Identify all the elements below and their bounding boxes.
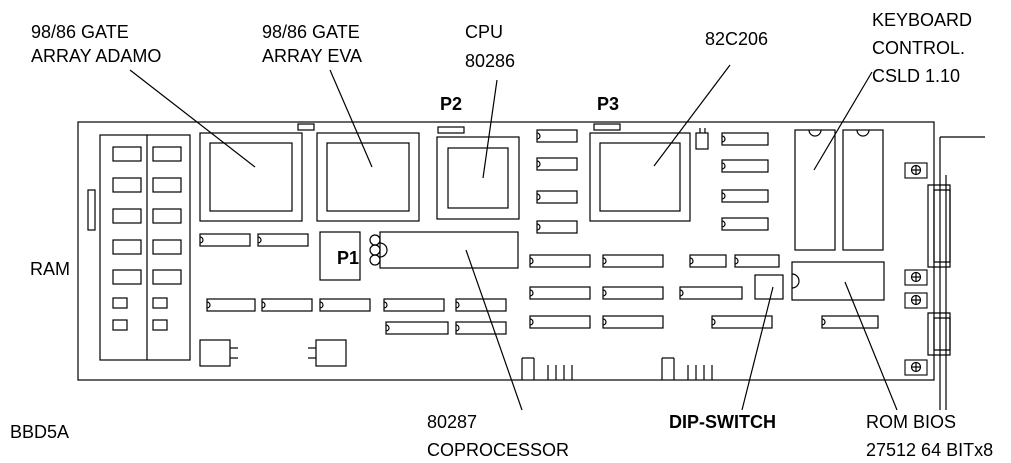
gate-array-adamo-chip [199,132,303,222]
coprocessor-80287-socket [379,231,519,269]
jumper-p3 [593,123,621,131]
leader-keyboard [813,71,873,171]
leader-eva [329,69,373,168]
ram-sockets-left [112,146,142,331]
parallel-connector-bottom [904,292,951,376]
dip-switch-block [754,274,784,300]
jumper-p2 [437,126,465,134]
keyboard-eprom-chip [842,129,884,251]
label-gate-eva-line1: 98/86 GATE [262,22,360,42]
label-keyboard-line2: CONTROL. [872,38,965,58]
capacitor-left [199,339,238,367]
small-ic-group-middle [529,129,879,329]
jumper-top-left [297,123,315,131]
label-p1: P1 [337,248,359,268]
label-gate-eva-line2: ARRAY EVA [262,46,362,66]
label-gate-adamo-line1: 98/86 GATE [31,22,129,42]
ram-module-bank [87,134,191,361]
label-gate-adamo-line2: ARRAY ADAMO [31,46,161,66]
label-copro-line1: 80287 [427,412,477,432]
serial-connector-top [904,162,951,286]
label-82c206: 82C206 [705,29,768,49]
label-ram: RAM [30,259,70,279]
ram-sockets-right [152,146,182,331]
leader-82c206 [653,64,731,167]
small-ic-group-left [199,233,507,335]
rear-bracket [939,136,985,410]
label-copro-line2: COPROCESSOR [427,440,569,460]
small-ic-group-right [721,132,769,231]
capacitor-middle [308,339,347,367]
edge-connector-1 [521,357,573,380]
label-cpu-line2: 80286 [465,51,515,71]
rom-bios-chip [791,261,885,301]
leader-cpu [482,79,498,179]
label-rom-line2: 27512 64 BITx8 [866,440,993,460]
gate-array-eva-chip [316,132,420,222]
label-p2: P2 [440,94,462,114]
leader-adamo [129,69,256,168]
jumper-p1 [369,234,381,266]
edge-connector-2 [661,357,713,380]
board-outline [77,121,935,381]
leader-rom [844,281,898,411]
leader-copro [465,249,523,411]
labels: 98/86 GATE ARRAY ADAMO 98/86 GATE ARRAY … [10,10,993,460]
label-rom-line1: ROM BIOS [866,412,956,432]
label-board-id: BBD5A [10,422,69,442]
label-dip-switch: DIP-SWITCH [669,412,776,432]
label-cpu-line1: CPU [465,22,503,42]
label-keyboard-line3: CSLD 1.10 [872,66,960,86]
crystal-component [695,128,709,150]
leader-lines [129,64,898,411]
cpu-80286-chip [436,136,520,220]
label-p3: P3 [597,94,619,114]
label-keyboard-line1: KEYBOARD [872,10,972,30]
chipset-82c206 [589,132,691,222]
leader-dip [741,286,774,411]
keyboard-controller-chip [794,129,836,251]
p1-pad [319,231,361,281]
